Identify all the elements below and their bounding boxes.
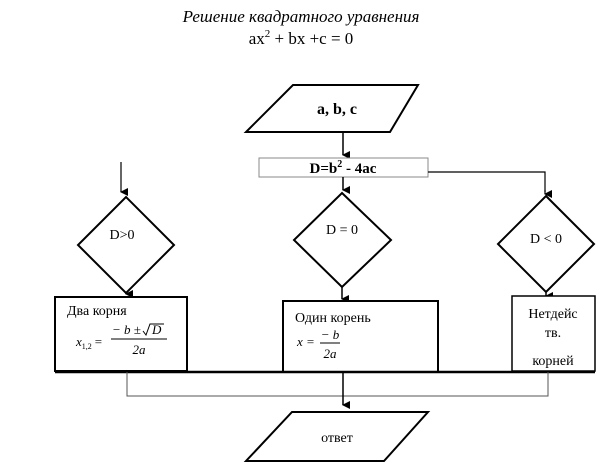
no-roots-line3: корней	[532, 354, 574, 369]
diagram-title: Решение квадратного уравнения	[182, 7, 420, 26]
result-two-roots: Два корня x1,2= − b ± D 2a	[54, 296, 188, 372]
decision-negative-label: D < 0	[530, 232, 562, 247]
decision-positive-label: D>0	[109, 228, 134, 243]
discriminant-formula: D=b2 - 4ac	[310, 159, 377, 177]
sqrt-icon	[142, 323, 164, 337]
no-roots-line1: Нетдейс	[528, 307, 577, 322]
two-roots-label: Два корня	[67, 304, 127, 319]
output-label: ответ	[321, 431, 353, 446]
two-roots-denominator: 2a	[133, 342, 147, 357]
merge-bracket	[126, 372, 549, 397]
decision-zero-label: D = 0	[326, 223, 358, 238]
input-block: a, b, c	[243, 84, 420, 133]
process-block: D=b2 - 4ac	[258, 157, 429, 178]
decision-positive: D>0	[76, 195, 176, 295]
two-roots-numerator: − b ±	[112, 322, 141, 337]
decision-zero: D = 0	[292, 191, 393, 289]
result-no-roots: Нетдейс тв. корней	[511, 295, 596, 372]
no-roots-line2: тв.	[545, 326, 561, 341]
two-roots-lhs: x1,2=	[75, 334, 102, 351]
two-roots-sqrt-arg: D	[151, 322, 162, 337]
one-root-denominator: 2a	[324, 346, 338, 361]
decision-negative: D < 0	[496, 194, 596, 294]
result-one-root: Один корень x = − b 2a	[282, 300, 439, 373]
connector-process-to-negative	[428, 171, 546, 192]
one-root-lhs: x =	[296, 334, 315, 349]
equation: ax2 + bx +c = 0	[249, 28, 354, 48]
one-root-label: Один корень	[295, 311, 371, 326]
one-root-numerator: − b	[321, 327, 340, 342]
input-label: a, b, c	[317, 101, 357, 118]
output-block: ответ	[243, 411, 431, 462]
